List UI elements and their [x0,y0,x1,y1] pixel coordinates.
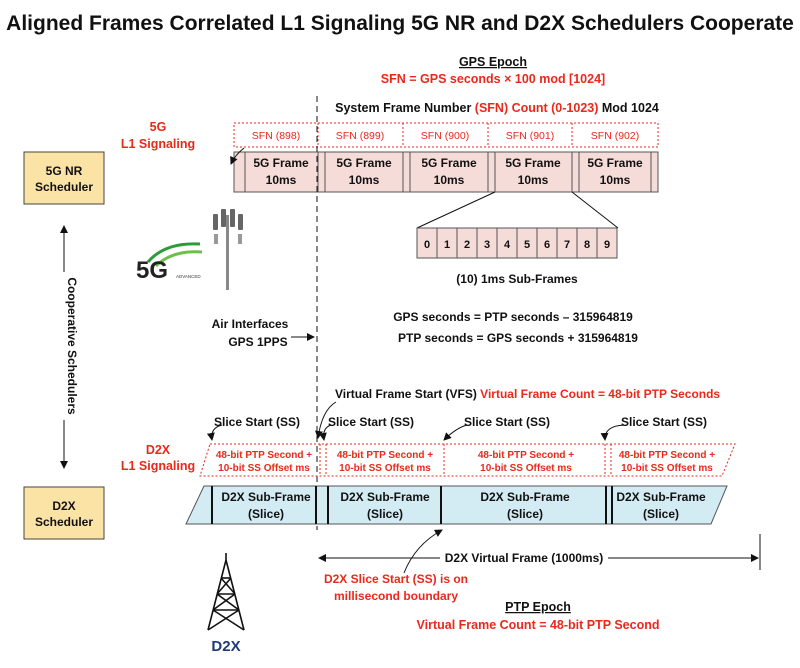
ptp-label-3-line2: 10-bit SS Offset ms [480,463,572,474]
subframe-0: 0 [424,239,430,251]
nr-frame-4-duration: 10ms [518,173,549,187]
nr-signaling-label-2: L1 Signaling [121,137,195,151]
subframe-5: 5 [524,239,530,251]
d2x-subframe-1-label: D2X Sub-Frame [221,490,311,504]
d2x-subframe-3-label: D2X Sub-Frame [480,490,570,504]
ptp-label-4-line1: 48-bit PTP Second + [619,450,715,461]
nr-signaling-label-1: 5G [150,120,167,134]
virtual-frame-label: D2X Virtual Frame (1000ms) [445,551,604,565]
subframe-1: 1 [444,239,450,251]
diagram-title: Aligned Frames Correlated L1 Signaling 5… [6,12,794,35]
subframe-4: 4 [504,239,511,251]
d2x-scheduler-box [23,486,105,540]
air-interfaces-label: Air Interfaces [212,317,289,331]
d2x-subframe-2-slice: (Slice) [367,507,403,521]
svg-text:5G: 5G [136,257,168,284]
gps-1pps-label: GPS 1PPS [228,335,287,349]
slice-boundary-note-2: millisecond boundary [334,589,458,603]
gps-epoch-heading: GPS Epoch [459,55,527,69]
nr-frame-3-duration: 10ms [434,173,465,187]
slice-start-4: Slice Start (SS) [621,415,707,429]
d2x-subframe-4-slice: (Slice) [643,507,679,521]
d2x-subframe-2-label: D2X Sub-Frame [340,490,430,504]
ptp-label-4-line2: 10-bit SS Offset ms [621,463,713,474]
ptp-label-1-line2: 10-bit SS Offset ms [218,463,310,474]
ptp-label-3-line1: 48-bit PTP Second + [478,450,574,461]
ptp-from-gps: PTP seconds = GPS seconds + 315964819 [398,331,638,345]
nr-scheduler-label-1: 5G NR [46,164,83,178]
nr-frame-1-duration: 10ms [266,173,297,187]
ptp-labels-row [199,443,736,477]
slice-start-3: Slice Start (SS) [464,415,550,429]
lattice-tower-icon [207,553,245,631]
svg-text:ADVANCED: ADVANCED [176,274,201,279]
nr-frame-2-duration: 10ms [349,173,380,187]
d2x-signaling-label-1: D2X [146,443,171,457]
subframe-7: 7 [564,239,570,251]
sfn-count-label: System Frame Number (SFN) Count (0-1023)… [335,101,659,115]
cell-tower-icon [213,209,243,290]
gps-from-ptp: GPS seconds = PTP seconds – 315964819 [393,310,633,324]
sfn-label-898: SFN (898) [252,130,300,142]
d2x-signaling-label-2: L1 Signaling [121,459,195,473]
subframe-8: 8 [584,239,590,251]
d2x-subframe-4-label: D2X Sub-Frame [616,490,706,504]
ptp-label-1-line1: 48-bit PTP Second + [216,450,312,461]
ptp-epoch-heading: PTP Epoch [505,600,571,614]
vfs-label: Virtual Frame Start (VFS) Virtual Frame … [335,387,720,401]
subframe-9: 9 [604,239,610,251]
5g-logo: 5G ADVANCED [136,242,203,284]
slice-start-1: Slice Start (SS) [214,415,300,429]
d2x-scheduler-label-2: Scheduler [35,515,93,529]
cooperative-schedulers-label: Cooperative Schedulers [65,277,79,415]
sfn-label-900: SFN (900) [421,130,469,142]
sfn-label-902: SFN (902) [591,130,639,142]
sfn-formula: SFN = GPS seconds × 100 mod [1024] [381,72,605,86]
subframe-strip [416,227,618,259]
nr-frame-4-label: 5G Frame [505,156,561,170]
d2x-scheduler-label-1: D2X [52,499,75,513]
subframe-3: 3 [484,239,490,251]
d2x-subframe-1-slice: (Slice) [248,507,284,521]
nr-scheduler-box [23,151,105,205]
nr-frame-5-label: 5G Frame [587,156,643,170]
nr-frame-1-label: 5G Frame [253,156,309,170]
d2x-subframes-row [185,485,728,525]
nr-frame-3-label: 5G Frame [421,156,477,170]
sfn-row-border [233,122,659,148]
slice-boundary-note-1: D2X Slice Start (SS) is on [324,572,468,586]
subframe-6: 6 [544,239,550,251]
nr-frame-5-duration: 10ms [600,173,631,187]
ptp-epoch-formula: Virtual Frame Count = 48-bit PTP Second [417,618,660,632]
ptp-label-2-line2: 10-bit SS Offset ms [339,463,431,474]
d2x-tower-label: D2X [211,638,240,655]
subframe-2: 2 [464,239,470,251]
d2x-subframe-3-slice: (Slice) [507,507,543,521]
slice-start-2: Slice Start (SS) [328,415,414,429]
sfn-label-901: SFN (901) [506,130,554,142]
ptp-label-2-line1: 48-bit PTP Second + [337,450,433,461]
nr-frame-2-label: 5G Frame [336,156,392,170]
nr-frames-row [233,151,659,193]
nr-scheduler-label-2: Scheduler [35,180,93,194]
sfn-label-899: SFN (899) [336,130,384,142]
subframes-caption: (10) 1ms Sub-Frames [456,272,578,286]
